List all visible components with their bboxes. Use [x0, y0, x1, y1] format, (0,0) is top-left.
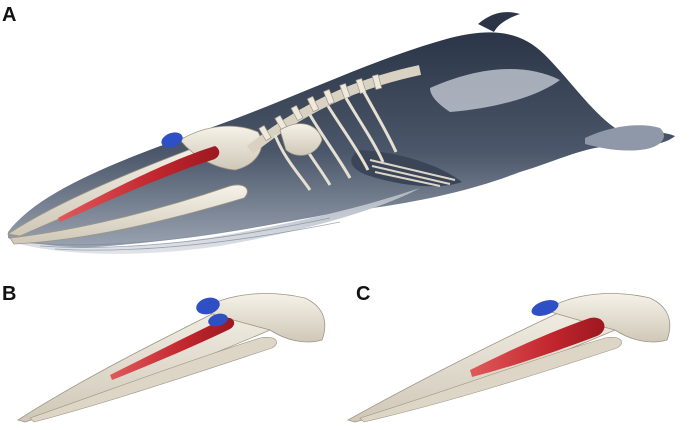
skull-illustration-c	[346, 293, 671, 423]
panel-label-c: C	[356, 283, 371, 305]
whale-illustration	[6, 12, 675, 254]
whale-tail-fluke	[585, 125, 664, 151]
temporalis-muscle-red	[58, 146, 220, 222]
skull-b-muscle-blue	[196, 297, 220, 315]
whale-scapula	[279, 123, 323, 156]
skull-b-lower-jaw	[29, 337, 277, 423]
flipper-bones	[369, 159, 456, 187]
throat-groove-lines	[29, 213, 341, 251]
skull-b-cranium	[199, 293, 326, 343]
skull-c-lower-jaw	[359, 337, 622, 423]
whale-dorsal-fin	[478, 12, 520, 32]
skull-c-muscle-blue	[531, 300, 559, 316]
skull-b-muscle-blue-2	[208, 313, 228, 327]
muscle-blue-a	[161, 132, 183, 148]
skull-c-muscle-red	[470, 317, 605, 377]
vertebral-column	[246, 65, 422, 154]
whale-throat-pleats	[12, 188, 420, 254]
panel-label-a: A	[2, 4, 17, 26]
whale-lower-jaw	[9, 184, 248, 245]
panel-label-b: B	[2, 283, 17, 305]
whale-flank-patch	[430, 68, 560, 112]
skull-illustration-b	[17, 293, 326, 423]
skull-b-muscle-red	[110, 317, 235, 380]
